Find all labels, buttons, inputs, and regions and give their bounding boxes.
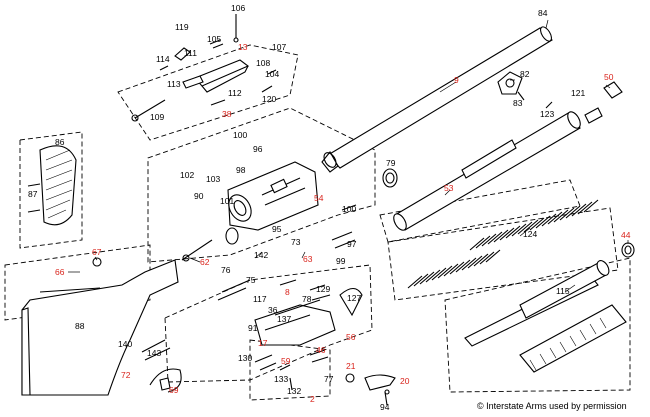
callout-99: 99 — [336, 256, 346, 266]
callout-120: 120 — [262, 94, 276, 104]
callout-98: 98 — [236, 165, 246, 175]
callout-75: 75 — [246, 275, 256, 285]
callout-9: 9 — [454, 75, 459, 85]
outline-bolt-group — [117, 44, 299, 141]
outline-stock-group — [4, 244, 151, 321]
callout-50: 50 — [604, 72, 614, 82]
callout-59: 59 — [281, 356, 291, 366]
callout-17: 17 — [258, 338, 268, 348]
callout-97: 97 — [347, 239, 357, 249]
outline-trigger-group — [164, 264, 373, 383]
callout-46: 46 — [316, 345, 326, 355]
callout-121: 121 — [571, 88, 585, 98]
callout-133: 133 — [274, 374, 288, 384]
leader-lines — [68, 19, 629, 293]
callout-91: 91 — [248, 323, 258, 333]
copyright-footer: © Interstate Arms used by permission — [477, 401, 627, 411]
recoil-spring — [407, 199, 635, 289]
callout-62: 62 — [200, 257, 210, 267]
callout-132: 132 — [287, 386, 301, 396]
callout-76: 76 — [221, 265, 231, 275]
callout-66: 66 — [55, 267, 65, 277]
callout-77: 77 — [324, 374, 334, 384]
callout-111: 111 — [184, 48, 197, 58]
callout-137: 137 — [277, 314, 291, 324]
callout-21: 21 — [346, 361, 356, 371]
callout-83: 83 — [513, 98, 523, 108]
outline-receiver-group — [147, 107, 376, 263]
callout-108: 108 — [256, 58, 270, 68]
callout-100b: 100 — [342, 204, 356, 214]
callout-101: 101 — [220, 196, 234, 206]
callout-2: 2 — [310, 394, 315, 404]
callout-142: 142 — [254, 250, 268, 260]
callout-112: 112 — [228, 88, 242, 98]
callout-140: 140 — [118, 339, 132, 349]
trigger-guard — [141, 339, 182, 393]
callout-109: 109 — [150, 112, 164, 122]
callout-90: 90 — [194, 191, 204, 201]
outline-spring-group — [387, 207, 619, 301]
callout-124: 124 — [523, 229, 537, 239]
callout-87: 87 — [28, 189, 38, 199]
callout-79: 79 — [386, 158, 396, 168]
callout-106: 106 — [231, 3, 245, 13]
callout-100: 100 — [233, 130, 247, 140]
butt-pad — [27, 145, 77, 226]
callout-86: 86 — [55, 137, 65, 147]
gas-tube — [382, 81, 623, 231]
outline-handguard-group — [444, 257, 631, 393]
group-outlines — [4, 44, 631, 401]
callout-36: 36 — [268, 305, 278, 315]
callout-73: 73 — [291, 237, 301, 247]
trigger-mechanism — [217, 204, 396, 406]
callout-103: 103 — [206, 174, 220, 184]
callout-95: 95 — [272, 224, 282, 234]
callout-38: 38 — [222, 109, 232, 119]
callout-44: 44 — [621, 230, 631, 240]
callout-114: 114 — [156, 54, 170, 64]
operating-rod — [464, 260, 610, 347]
bolt-carrier — [131, 14, 277, 122]
callout-113: 113 — [167, 79, 181, 89]
outline-forend-group — [379, 179, 581, 243]
callout-63: 63 — [303, 254, 313, 264]
callout-88: 88 — [75, 321, 85, 331]
callout-72: 72 — [121, 370, 131, 380]
outline-buttpad-group — [19, 131, 83, 249]
callout-53: 53 — [444, 183, 454, 193]
callout-143: 143 — [147, 348, 161, 358]
callout-78: 78 — [302, 294, 312, 304]
handguard — [519, 304, 627, 373]
callout-94: 94 — [380, 402, 390, 412]
callout-102: 102 — [180, 170, 194, 180]
gas-block — [497, 71, 553, 109]
callout-130: 130 — [238, 353, 252, 363]
callout-84: 84 — [538, 8, 548, 18]
callout-8: 8 — [285, 287, 290, 297]
outline-trigger-lower — [249, 339, 331, 401]
callout-123: 123 — [540, 109, 554, 119]
stock — [21, 239, 213, 396]
callout-119: 119 — [175, 22, 189, 32]
callout-105: 105 — [207, 34, 221, 44]
callout-104: 104 — [265, 69, 279, 79]
callout-107: 107 — [272, 42, 286, 52]
callout-13: 13 — [238, 42, 248, 52]
callout-56: 56 — [346, 332, 356, 342]
callout-129: 129 — [316, 284, 330, 294]
callout-20: 20 — [400, 376, 410, 386]
callout-96: 96 — [253, 144, 263, 154]
receiver — [225, 161, 319, 245]
callout-labels: 106 119 105 13 107 111 114 108 104 113 1… — [28, 3, 631, 412]
callout-82: 82 — [520, 69, 530, 79]
callout-127: 127 — [347, 293, 361, 303]
callout-117: 117 — [253, 294, 267, 304]
callout-115: 115 — [556, 286, 570, 296]
callout-67: 67 — [92, 247, 102, 257]
callout-54: 54 — [314, 193, 324, 203]
callout-69: 69 — [169, 385, 179, 395]
barrel — [321, 26, 553, 173]
